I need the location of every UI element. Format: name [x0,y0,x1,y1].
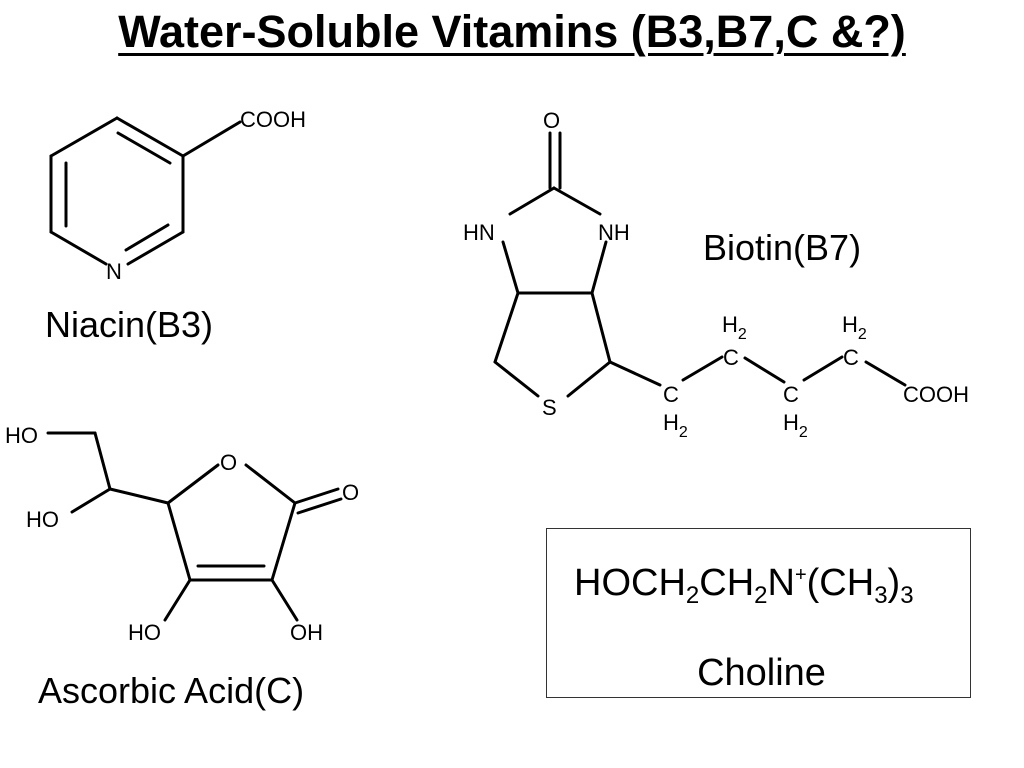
biotin-c-atom-4: C [843,345,859,370]
choline-formula: HOCH2CH2N+(CH3)3 [574,562,914,609]
biotin-structure: O HN NH S C H2 C H2 H2 C H2 C COOH Bioti… [463,108,969,441]
biotin-hn-atom: HN [463,220,495,245]
choline-box [546,528,971,698]
biotin-h2-label-4: H2 [842,312,867,343]
ascorbic-carbonyl-o-atom: O [342,480,359,505]
biotin-h2-label-2: H2 [722,312,747,343]
biotin-o-atom: O [543,108,560,133]
ascorbic-acid-structure: O O HO HO HO OH Ascorbic Acid(C) [5,423,359,711]
biotin-h2-label-1: H2 [663,410,688,441]
niacin-bonds [49,116,242,266]
ascorbic-bonds [46,431,343,622]
ascorbic-ring-o-atom: O [220,450,237,475]
ascorbic-acid-name: Ascorbic Acid(C) [38,670,304,711]
niacin-name: Niacin(B3) [45,304,213,345]
ascorbic-ho-bottom: HO [128,620,161,645]
ascorbic-ho-top: HO [5,423,38,448]
slide-title: Water-Soluble Vitamins (B3,B7,C &?) [118,6,906,57]
biotin-bonds [493,131,907,398]
biotin-c-atom-1: C [663,382,679,407]
niacin-structure: N COOH Niacin(B3) [45,107,306,345]
ascorbic-oh-bottom: OH [290,620,323,645]
biotin-name: Biotin(B7) [703,227,861,268]
niacin-cooh-group: COOH [240,107,306,132]
niacin-n-atom: N [106,259,122,284]
biotin-s-atom: S [542,395,557,420]
choline-name: Choline [697,652,826,694]
biotin-h2-label-3: H2 [783,410,808,441]
biotin-cooh-group: COOH [903,382,969,407]
biotin-c-atom-3: C [783,382,799,407]
biotin-c-atom-2: C [723,345,739,370]
biotin-nh-atom: NH [598,220,630,245]
ascorbic-ho-mid: HO [26,507,59,532]
